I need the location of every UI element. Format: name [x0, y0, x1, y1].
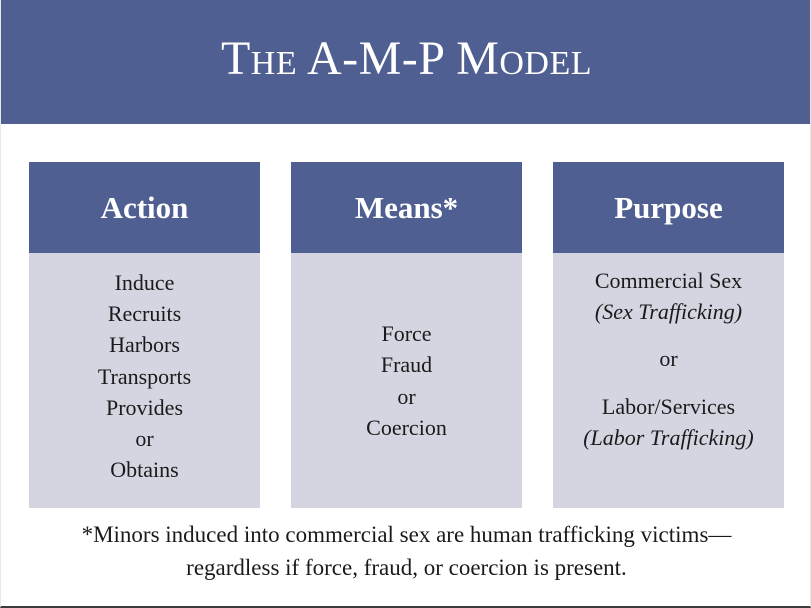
list-item: Transports	[97, 363, 192, 389]
list-item: Recruits	[107, 301, 182, 327]
page-title: The A-M-P Model	[220, 32, 593, 85]
column-purpose: Purpose Commercial Sex (Sex Trafficking)…	[553, 162, 784, 508]
column-means-header: Means*	[291, 162, 522, 253]
list-item: Fraud	[380, 352, 433, 378]
list-item: Labor/Services	[601, 393, 736, 419]
title-banner: The A-M-P Model	[1, 0, 810, 124]
list-item: or	[135, 426, 154, 452]
list-item: or	[659, 346, 678, 372]
column-purpose-body: Commercial Sex (Sex Trafficking) or Labo…	[553, 253, 784, 508]
list-item: (Labor Trafficking)	[583, 424, 754, 450]
footnote: *Minors induced into commercial sex are …	[19, 519, 794, 584]
column-purpose-header: Purpose	[553, 162, 784, 253]
list-item: Provides	[106, 394, 183, 420]
column-means-body: Force Fraud or Coercion	[291, 253, 522, 508]
list-item: Induce	[114, 270, 175, 295]
list-item: Harbors	[109, 332, 180, 358]
list-item: Force	[381, 321, 432, 347]
amp-columns: Action Induce Recruits Harbors Transport…	[29, 162, 786, 508]
column-action-body: Induce Recruits Harbors Transports Provi…	[29, 253, 260, 508]
column-action: Action Induce Recruits Harbors Transport…	[29, 162, 260, 508]
list-item: (Sex Trafficking)	[594, 299, 743, 325]
list-item: or	[397, 383, 416, 409]
list-item: Coercion	[366, 414, 447, 440]
footnote-line-1: *Minors induced into commercial sex are …	[81, 522, 732, 547]
list-item: Commercial Sex	[594, 268, 743, 293]
footnote-line-2: regardless if force, fraud, or coercion …	[186, 554, 627, 580]
list-item: Obtains	[110, 457, 179, 483]
column-action-header: Action	[29, 162, 260, 253]
column-means: Means* Force Fraud or Coercion	[291, 162, 522, 508]
